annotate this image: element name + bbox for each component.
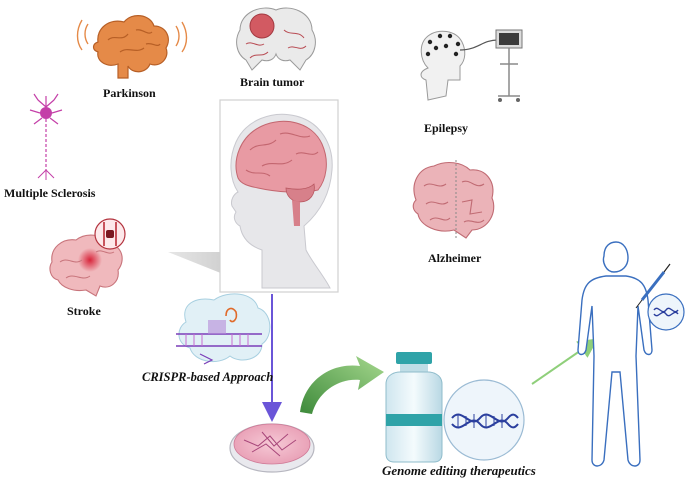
green-curved-arrow	[300, 356, 384, 414]
label-epilepsy: Epilepsy	[424, 121, 469, 135]
label-genome-editing: Genome editing therapeutics	[382, 463, 536, 478]
stroke-brain-icon	[49, 218, 126, 297]
parkinson-brain-icon	[76, 15, 188, 79]
dna-zoom-icon	[443, 379, 525, 461]
head-panel	[168, 99, 339, 293]
label-crispr-approach: CRISPR-based Approach	[142, 370, 274, 384]
human-body-icon	[577, 241, 685, 467]
syringe-icon	[635, 263, 671, 309]
label-parkinson: Parkinson	[103, 86, 156, 100]
label-alzheimer: Alzheimer	[428, 251, 482, 265]
crispr-complex-icon	[176, 293, 271, 365]
label-multiple-sclerosis: Multiple Sclerosis	[4, 186, 96, 200]
neuron-icon	[29, 93, 63, 180]
human-head-profile-icon	[230, 113, 333, 289]
label-brain-tumor: Brain tumor	[240, 75, 305, 89]
brain-tumor-icon	[236, 7, 316, 71]
tumor-mass	[249, 13, 275, 39]
vial-icon	[385, 352, 443, 463]
alzheimer-brain-icon	[412, 160, 495, 239]
petri-dish-icon	[229, 423, 315, 473]
label-stroke: Stroke	[67, 304, 101, 318]
eeg-setup-icon	[420, 29, 523, 102]
